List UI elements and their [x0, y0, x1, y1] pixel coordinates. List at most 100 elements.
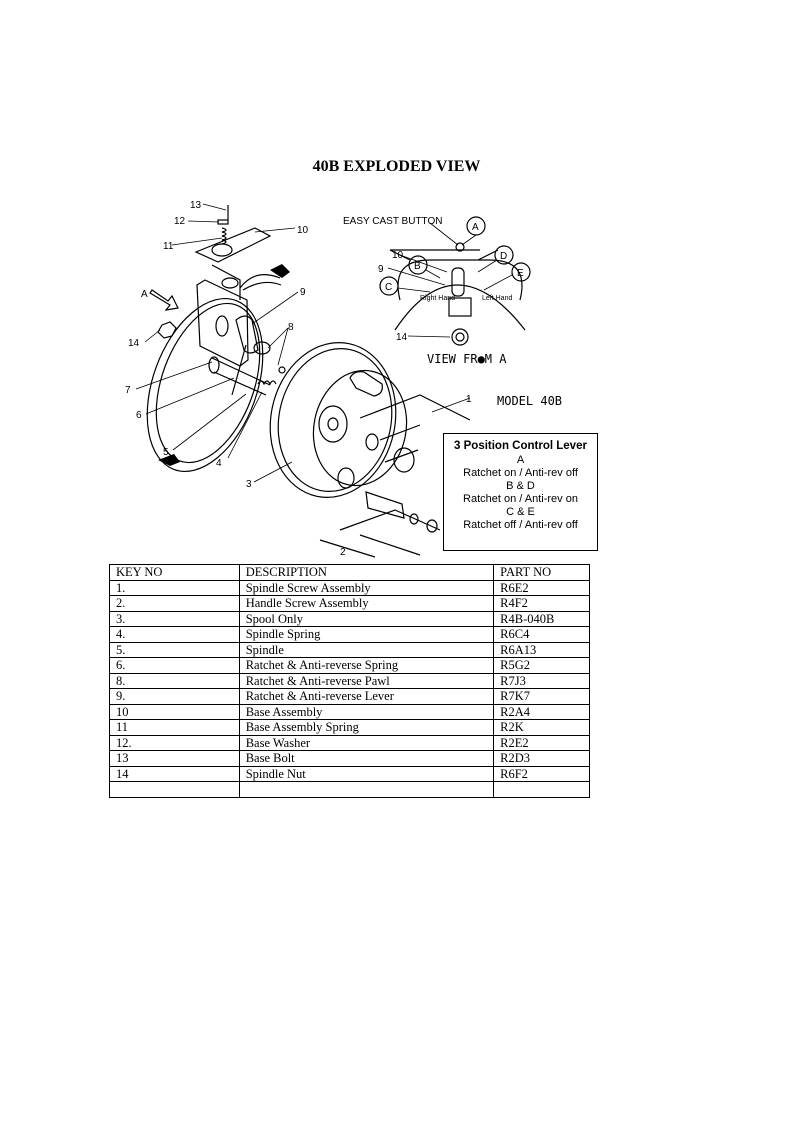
- spool-handle-bottom: [337, 467, 355, 489]
- key-cell: [109, 781, 240, 798]
- spool-handle-top: [349, 371, 383, 397]
- letter-c-ring: [379, 276, 399, 296]
- letter-c: C: [385, 282, 392, 293]
- spindle-screw: [379, 424, 421, 463]
- key-cell: 9.: [109, 688, 240, 705]
- header-part-no: PART NO: [493, 564, 590, 581]
- part-cell: R7J3: [493, 672, 590, 689]
- base-washer: [217, 219, 229, 225]
- callout-4: 4: [216, 458, 222, 469]
- legend-line: Ratchet on / Anti-rev on: [463, 493, 578, 505]
- callout-12: 12: [174, 216, 186, 227]
- part-cell: R2E2: [493, 734, 590, 751]
- callout-1: 1: [466, 394, 472, 405]
- key-cell: 8.: [109, 672, 240, 689]
- callout-14: 14: [128, 338, 140, 349]
- key-cell: 13: [109, 750, 240, 767]
- spool-front-inner: [277, 348, 393, 492]
- legend-line: Ratchet on / Anti-rev off: [463, 467, 578, 479]
- part-cell: R6C4: [493, 626, 590, 643]
- part-cell: R5G2: [493, 657, 590, 674]
- callout-5: 5: [163, 447, 169, 458]
- description-cell: Handle Screw Assembly: [238, 595, 495, 612]
- letter-d-ring: [494, 245, 514, 265]
- spindle-nut: [157, 321, 177, 339]
- legend-line: C & E: [506, 506, 535, 518]
- base-hole: [211, 243, 233, 257]
- callout-10: 10: [297, 225, 309, 236]
- exploded-view-diagram: 13 12 11 10 9 8 14 7 6 5 4 3 2 1 A EASY …: [125, 200, 562, 558]
- description-cell: Base Bolt: [238, 750, 495, 767]
- letter-b: B: [414, 261, 421, 272]
- part-cell: R2D3: [493, 750, 590, 767]
- part-cell: R6A13: [493, 641, 590, 658]
- legend-line: A: [516, 454, 525, 466]
- view-nut: [451, 328, 469, 346]
- key-cell: 2.: [109, 595, 240, 612]
- key-cell: 1.: [109, 579, 240, 596]
- left-hand-label: Left Hand: [482, 295, 512, 302]
- part-cell: R4F2: [493, 595, 590, 612]
- callout-6: 6: [136, 410, 142, 421]
- callout-2: 2: [340, 547, 346, 558]
- view-arrow: [149, 289, 179, 311]
- view-arrow-letter: A: [141, 289, 148, 300]
- description-cell: Spool Only: [238, 610, 495, 627]
- callout-13: 13: [190, 200, 202, 211]
- key-cell: 10: [109, 703, 240, 720]
- spindle: [211, 357, 271, 396]
- description-cell: [238, 781, 495, 798]
- model-label: MODEL 40B: [497, 394, 562, 408]
- lever: [235, 315, 259, 354]
- description-cell: Ratchet & Anti-reverse Lever: [238, 688, 495, 705]
- base-plate: [194, 227, 272, 263]
- parts-table: KEY NO DESCRIPTION PART NO 1.Spindle Scr…: [109, 564, 590, 798]
- spool-back: [312, 369, 408, 487]
- spool-front: [269, 342, 397, 498]
- letter-e-ring: [511, 262, 531, 282]
- part-cell: R6E2: [493, 579, 590, 596]
- table-row: [109, 781, 590, 798]
- pawl: [253, 341, 271, 355]
- spindle-spring: [257, 380, 277, 386]
- description-cell: Ratchet & Anti-reverse Spring: [238, 657, 495, 674]
- description-cell: Spindle Screw Assembly: [238, 579, 495, 596]
- view-body: [389, 249, 523, 301]
- part-cell: R7K7: [493, 688, 590, 705]
- key-cell: 11: [109, 719, 240, 736]
- key-cell: 3.: [109, 610, 240, 627]
- header-description: DESCRIPTION: [238, 564, 495, 581]
- key-cell: 5.: [109, 641, 240, 658]
- callout-8: 8: [288, 322, 294, 333]
- back-plate-rim: [155, 302, 261, 464]
- view-from-a-label: VIEW FR●M A: [427, 352, 507, 366]
- description-cell: Base Assembly: [238, 703, 495, 720]
- control-lever-legend: 3 Position Control Lever A Ratchet on / …: [443, 433, 598, 551]
- description-cell: Spindle: [238, 641, 495, 658]
- frame: [196, 279, 249, 367]
- description-cell: Base Washer: [238, 734, 495, 751]
- description-cell: Spindle Nut: [238, 765, 495, 782]
- key-cell: 6.: [109, 657, 240, 674]
- page-title: 40B EXPLODED VIEW: [312, 158, 481, 175]
- easy-cast-label: EASY CAST BUTTON: [343, 216, 442, 227]
- right-hand-label: Right Hand: [420, 295, 455, 302]
- view-callout-10: 10: [392, 250, 404, 261]
- key-cell: 14: [109, 765, 240, 782]
- legend-line: B & D: [506, 480, 535, 492]
- ratchet-spring: [231, 344, 247, 396]
- callout-7: 7: [125, 385, 131, 396]
- pointer-hand-bottom: [158, 454, 180, 466]
- header-key-no: KEY NO: [109, 564, 240, 581]
- view-badge: [448, 297, 472, 317]
